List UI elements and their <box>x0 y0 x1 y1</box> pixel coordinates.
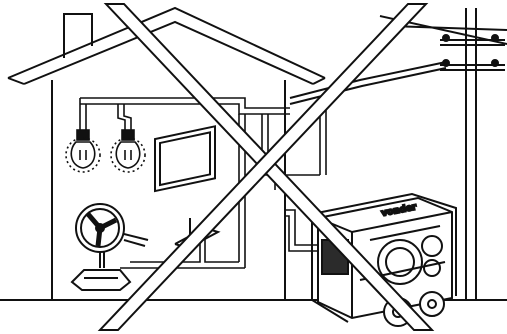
portable-generator: vonder <box>312 194 456 326</box>
desk-fan <box>72 204 148 290</box>
light-bulb-right <box>111 130 145 172</box>
prohibition-cross <box>100 4 432 330</box>
light-bulb-left <box>66 130 100 172</box>
